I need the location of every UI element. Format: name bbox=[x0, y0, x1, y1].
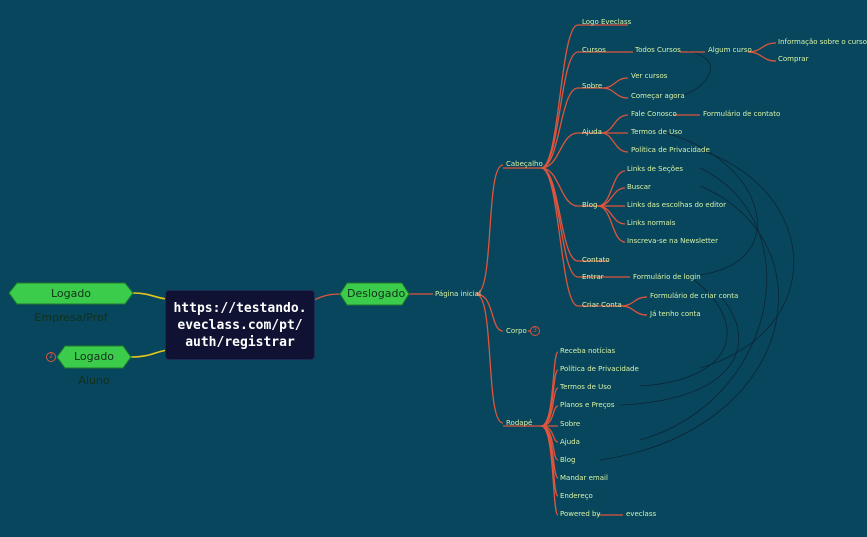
node-corpo[interactable]: Corpo bbox=[506, 327, 527, 335]
node-politica-privacidade-rodape[interactable]: Política de Privacidade bbox=[560, 365, 639, 373]
node-pagina-inicial[interactable]: Página inicial bbox=[435, 290, 481, 298]
node-rodape[interactable]: Rodapé bbox=[506, 419, 533, 427]
node-sobre[interactable]: Sobre bbox=[582, 82, 603, 90]
node-todos-cursos[interactable]: Todos Cursos bbox=[635, 46, 681, 54]
cross-reference-links bbox=[599, 50, 795, 461]
node-mandar-email[interactable]: Mandar email bbox=[560, 474, 608, 482]
node-formulario-login[interactable]: Formulário de login bbox=[633, 273, 701, 281]
node-cursos[interactable]: Cursos bbox=[582, 46, 606, 54]
node-powered-by[interactable]: Powered by bbox=[560, 510, 601, 518]
node-fale-conosco[interactable]: Fale Conosco bbox=[631, 110, 677, 118]
node-ja-tenho-conta[interactable]: Já tenho conta bbox=[650, 310, 701, 318]
root-node-url[interactable]: https://testando. eveclass.com/pt/ auth/… bbox=[166, 291, 314, 359]
node-sobre-rodape[interactable]: Sobre bbox=[560, 420, 581, 428]
node-termos-uso-cabecalho[interactable]: Termos de Uso bbox=[631, 128, 683, 136]
node-termos-uso-rodape[interactable]: Termos de Uso bbox=[560, 383, 612, 391]
node-deslogado[interactable]: Deslogado bbox=[347, 287, 406, 300]
branch-lines bbox=[313, 24, 777, 516]
node-shape-aluno bbox=[56, 345, 132, 369]
node-links-normais[interactable]: Links normais bbox=[627, 219, 676, 227]
node-ajuda[interactable]: Ajuda bbox=[582, 128, 602, 136]
left-connectors bbox=[130, 292, 168, 358]
node-shape-deslogado bbox=[339, 282, 410, 306]
node-politica-privacidade-cabecalho[interactable]: Política de Privacidade bbox=[631, 146, 710, 154]
node-algum-curso[interactable]: Algum curso bbox=[708, 46, 752, 54]
node-logado-empresa[interactable]: Logado Empresa/Prof bbox=[34, 287, 108, 324]
node-buscar[interactable]: Buscar bbox=[627, 183, 651, 191]
node-endereco[interactable]: Endereço bbox=[560, 492, 593, 500]
node-informacao-curso[interactable]: Informação sobre o curso bbox=[778, 38, 867, 46]
node-logo-eveclass[interactable]: Logo Eveclass bbox=[582, 18, 632, 26]
node-cabecalho[interactable]: Cabeçalho bbox=[506, 160, 543, 168]
node-formulario-criar-conta[interactable]: Formulário de criar conta bbox=[650, 292, 739, 300]
node-blog-cabecalho[interactable]: Blog bbox=[582, 201, 598, 209]
node-comprar[interactable]: Comprar bbox=[778, 55, 809, 63]
node-entrar[interactable]: Entrar bbox=[582, 273, 604, 281]
root-line-1: https://testando. bbox=[173, 300, 307, 316]
node-receba-noticias[interactable]: Receba notícias bbox=[560, 347, 616, 355]
node-criar-conta[interactable]: Criar Conta bbox=[582, 301, 622, 309]
node-ajuda-rodape[interactable]: Ajuda bbox=[560, 438, 580, 446]
node-eveclass[interactable]: eveclass bbox=[626, 510, 657, 518]
node-logado-aluno[interactable]: Logado Aluno bbox=[73, 350, 115, 387]
node-links-escolhas-editor[interactable]: Links das escolhas do editor bbox=[627, 201, 726, 209]
node-blog-rodape[interactable]: Blog bbox=[560, 456, 576, 464]
node-formulario-contato[interactable]: Formulário de contato bbox=[703, 110, 781, 118]
node-contato[interactable]: Contato bbox=[582, 256, 610, 264]
node-planos-precos[interactable]: Planos e Preços bbox=[560, 401, 615, 409]
node-comecar-agora[interactable]: Começar agora bbox=[631, 92, 685, 100]
root-line-2: eveclass.com/pt/ bbox=[177, 317, 303, 333]
root-line-3: auth/registrar bbox=[185, 334, 295, 350]
node-links-secoes[interactable]: Links de Seções bbox=[627, 165, 684, 173]
node-inscreva-newsletter[interactable]: Inscreva-se na Newsletter bbox=[627, 237, 718, 245]
collapse-toggle-corpo[interactable]: 3 bbox=[530, 326, 540, 336]
collapse-toggle-aluno[interactable]: 2 bbox=[46, 352, 56, 362]
green-nodes bbox=[8, 282, 410, 369]
node-shape-empresa bbox=[8, 282, 134, 305]
node-ver-cursos[interactable]: Ver cursos bbox=[631, 72, 668, 80]
